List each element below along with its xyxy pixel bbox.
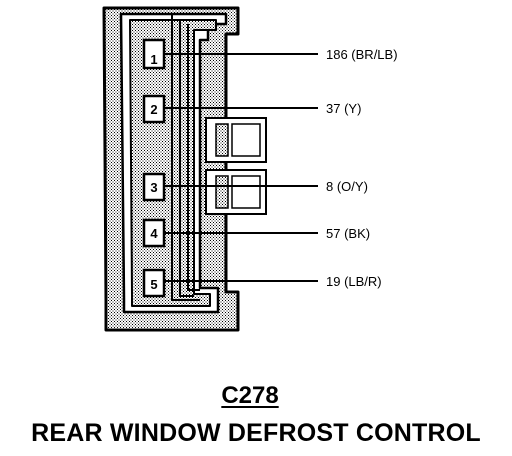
terminal-channels — [171, 14, 200, 301]
pin-1-number: 1 — [150, 52, 157, 67]
pin-2-number: 2 — [150, 102, 157, 117]
pin-1-circuit-label: 186 (BR/LB) — [326, 47, 398, 62]
pin-4-number: 4 — [150, 226, 158, 241]
pin-5: 5 19 (LB/R) — [142, 268, 382, 298]
pin-3-number: 3 — [150, 180, 157, 195]
connector-name-title: REAR WINDOW DEFROST CONTROL — [31, 419, 481, 447]
locking-tab — [205, 117, 267, 215]
connector-code-title: C278 — [221, 382, 279, 409]
pin-3-circuit-label: 8 (O/Y) — [326, 179, 368, 194]
pin-5-number: 5 — [150, 277, 157, 292]
pin-5-circuit-label: 19 (LB/R) — [326, 274, 382, 289]
pin-3: 3 8 (O/Y) — [142, 172, 368, 202]
pin-4: 4 57 (BK) — [142, 218, 370, 248]
pin-4-circuit-label: 57 (BK) — [326, 226, 370, 241]
pin-2-circuit-label: 37 (Y) — [326, 101, 361, 116]
pin-2: 2 37 (Y) — [142, 94, 361, 124]
pin-5-cavity — [142, 268, 166, 298]
pin-1: 1 186 (BR/LB) — [142, 38, 398, 70]
